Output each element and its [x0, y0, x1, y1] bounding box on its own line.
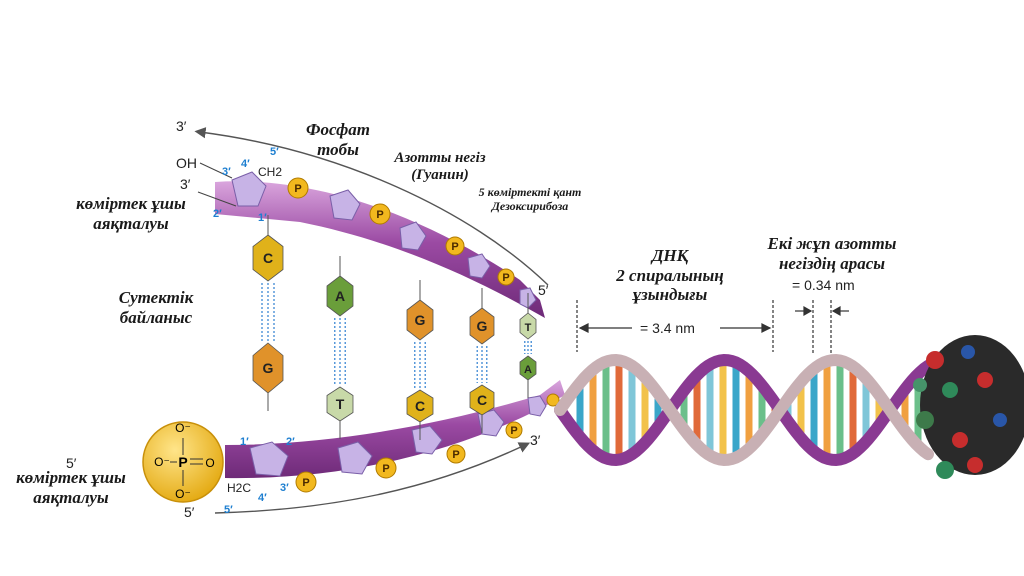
phosphate-oxygen-bottom: O⁻	[175, 487, 191, 501]
phosphate-center: P	[178, 454, 187, 470]
phosphate-label: P	[451, 241, 458, 253]
base-letter-bottom: A	[524, 364, 532, 376]
base-letter-top: A	[335, 288, 345, 304]
base-pair-3: GC	[406, 280, 434, 440]
carbon-2-top: 2′	[213, 208, 222, 220]
phosphate-label: P	[382, 463, 389, 475]
phosphate-label: P	[294, 183, 301, 195]
carbon-4-bottom: 4′	[258, 492, 267, 504]
carbon-5-bottom: 5′	[224, 504, 233, 516]
base-C-top	[252, 234, 284, 282]
base-G-top	[469, 307, 495, 345]
phosphate-label: P	[302, 477, 309, 489]
carbon-2-bottom: 2′	[286, 436, 295, 448]
base-letter-bottom: C	[477, 392, 487, 408]
double-helix	[554, 353, 934, 467]
phosphate-label: P	[452, 449, 459, 461]
bottom-right-end: 3′	[530, 432, 541, 448]
bottom-backbone-strand	[225, 380, 565, 479]
top-left-end: 3′	[180, 176, 191, 192]
carbon-1-top: 1′	[258, 212, 267, 224]
top-arrow-end: 3′	[176, 118, 187, 134]
carbon-1-bottom: 1′	[240, 436, 249, 448]
strand-phosphates	[287, 177, 560, 493]
nitrogen-base-label: Азотты негіз(Гуанин)	[394, 150, 486, 184]
base-T-top	[519, 312, 537, 340]
base-letter-bottom: G	[263, 360, 274, 376]
phosphate-label: P	[376, 209, 383, 221]
bottom-direction-arrow	[214, 442, 531, 514]
base-A-top	[326, 275, 354, 317]
base-letter-top: G	[477, 318, 488, 334]
phosphate-group-5prime: O⁻ O⁻ P O O⁻	[142, 421, 224, 503]
helix-turn-value: = 3.4 nm	[640, 320, 695, 336]
top-direction-arrow	[194, 127, 549, 286]
base-pair-4: GC	[469, 288, 495, 433]
phosphate-label: P	[510, 425, 517, 437]
phosphate-label: P	[502, 272, 509, 284]
base-letter-top: T	[525, 322, 532, 334]
phosphate-oxygen-left: O⁻	[154, 455, 170, 469]
base-letter-bottom: C	[415, 398, 425, 414]
base-G-top	[406, 299, 434, 341]
ch2-bottom-label: H2C	[227, 481, 251, 495]
carbon-4-top: 4′	[241, 158, 250, 170]
chromatin-blob	[913, 335, 1024, 479]
bottom-left-end: 5′	[66, 455, 77, 471]
top-right-end: 5′	[538, 282, 549, 298]
top-backbone-strand	[215, 181, 545, 318]
ch2-top-label: CH2	[258, 165, 282, 179]
carbon-5-top: 5′	[270, 146, 279, 158]
base-letter-top: G	[415, 312, 426, 328]
helix-strand-b	[554, 353, 934, 467]
carbon-3-top: 3′	[222, 166, 231, 178]
oh-group: OH	[176, 155, 197, 171]
base-pair-2: AT	[326, 256, 354, 439]
base-spacing-measure	[795, 300, 849, 355]
base-spacing-value: = 0.34 nm	[792, 277, 855, 293]
helix-strand-a	[554, 353, 934, 467]
helix-turn-measure	[576, 300, 774, 352]
base-pair-1: CG	[252, 215, 284, 411]
bottom-arrow-end: 5′	[184, 504, 195, 520]
phosphate-oxygen-right: O	[205, 456, 214, 470]
base-letter-bottom: T	[336, 396, 345, 412]
base-letter-top: C	[263, 250, 273, 266]
base-pair-5: TA	[519, 293, 537, 398]
carbon-3-bottom: 3′	[280, 482, 289, 494]
phosphate-oxygen-top: O⁻	[175, 421, 191, 435]
